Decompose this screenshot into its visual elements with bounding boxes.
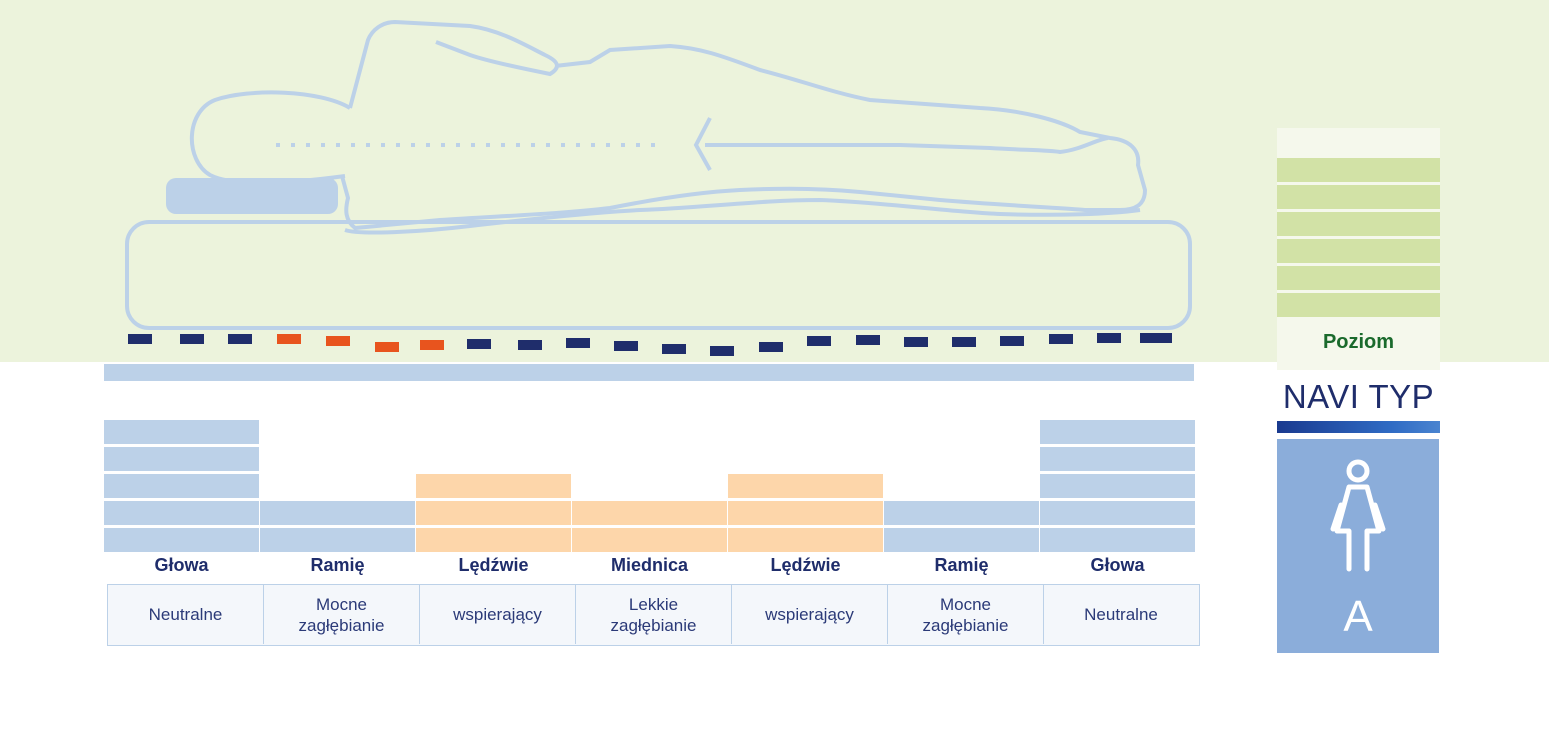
support-dash [759, 342, 783, 352]
support-dash [375, 342, 399, 352]
support-dash [420, 340, 444, 350]
zone-label: Lędźwie [458, 555, 529, 575]
zone-column [260, 498, 415, 552]
support-dash [1000, 336, 1024, 346]
support-dash [856, 335, 880, 345]
support-dash [662, 344, 686, 354]
level-segment [1277, 266, 1440, 290]
arm-outline [705, 136, 1109, 155]
support-dash [952, 337, 976, 347]
support-dash [1140, 333, 1172, 343]
zone-column [1040, 417, 1195, 552]
zone-segment [416, 474, 571, 498]
zone-label: Głowa [1090, 555, 1145, 575]
level-segment [1277, 239, 1440, 263]
zone-segment [104, 474, 259, 498]
support-dash [277, 334, 301, 344]
zone-description: Neutralne [1084, 605, 1158, 624]
support-dash-line [128, 333, 1172, 356]
navi-type-letter: A [1343, 592, 1373, 641]
support-dash [128, 334, 152, 344]
zone-description: wspierający [732, 585, 888, 644]
navi-title: NAVI TYP [1282, 378, 1435, 415]
pillow-shape [166, 178, 338, 214]
level-indicator [1277, 128, 1440, 370]
zone-column [728, 471, 883, 552]
support-dash [566, 338, 590, 348]
support-dash [467, 339, 491, 349]
side-sleeper-illustration [125, 19, 1192, 356]
zone-segment [260, 501, 415, 525]
zone-segment [260, 528, 415, 552]
support-dash [614, 341, 638, 351]
support-dash [807, 336, 831, 346]
support-dash [1097, 333, 1121, 343]
zone-label: Głowa [154, 555, 209, 575]
zone-segment [1040, 528, 1195, 552]
zone-description: Neutralne [108, 585, 264, 644]
zone-label: Ramię [934, 555, 989, 575]
body-lower-outline [344, 197, 1141, 235]
support-dash [1049, 334, 1073, 344]
zone-column [416, 471, 571, 552]
support-dash [904, 337, 928, 347]
zone-label-row: Głowa Ramię Lędźwie Miednica Lędźwie Ram… [104, 552, 1196, 582]
zone-segment [1040, 420, 1195, 444]
level-segment [1277, 293, 1440, 317]
woman-figure-icon [1330, 459, 1386, 572]
zone-segment [728, 528, 883, 552]
support-dash [180, 334, 204, 344]
level-segment [1277, 185, 1440, 209]
zone-label: Lędźwie [770, 555, 841, 575]
zone-segment [884, 501, 1039, 525]
zone-column [104, 417, 259, 552]
support-dash [710, 346, 734, 356]
zone-segment [884, 528, 1039, 552]
navi-underline [1277, 421, 1440, 433]
navi-type-card [1277, 439, 1439, 653]
zone-segment [572, 528, 727, 552]
zone-segment [104, 528, 259, 552]
zone-columns [104, 400, 1196, 552]
zone-label: Miednica [610, 555, 689, 575]
support-dash [518, 340, 542, 350]
zone-column [884, 498, 1039, 552]
zone-column [572, 498, 727, 552]
zone-segment [416, 501, 571, 525]
zone-segment [104, 501, 259, 525]
level-label: Poziom [1322, 331, 1395, 353]
zone-segment [416, 528, 571, 552]
zone-segment [1040, 501, 1195, 525]
support-dash [228, 334, 252, 344]
head-outline [189, 90, 352, 185]
mattress-base-bar [104, 364, 1194, 381]
zone-segment [572, 501, 727, 525]
zone-segment [1040, 447, 1195, 471]
arrow-head-icon [693, 117, 712, 171]
level-segment [1277, 212, 1440, 236]
body-outline [340, 19, 1148, 231]
zone-description: wspierający [420, 585, 576, 644]
support-dash [326, 336, 350, 346]
zone-segment [1040, 474, 1195, 498]
level-segment [1277, 158, 1440, 182]
zone-segment [104, 420, 259, 444]
zone-segment [728, 501, 883, 525]
zone-segment [728, 474, 883, 498]
zone-label: Ramię [310, 555, 365, 575]
mattress-outline [125, 220, 1192, 330]
zone-segment [104, 447, 259, 471]
